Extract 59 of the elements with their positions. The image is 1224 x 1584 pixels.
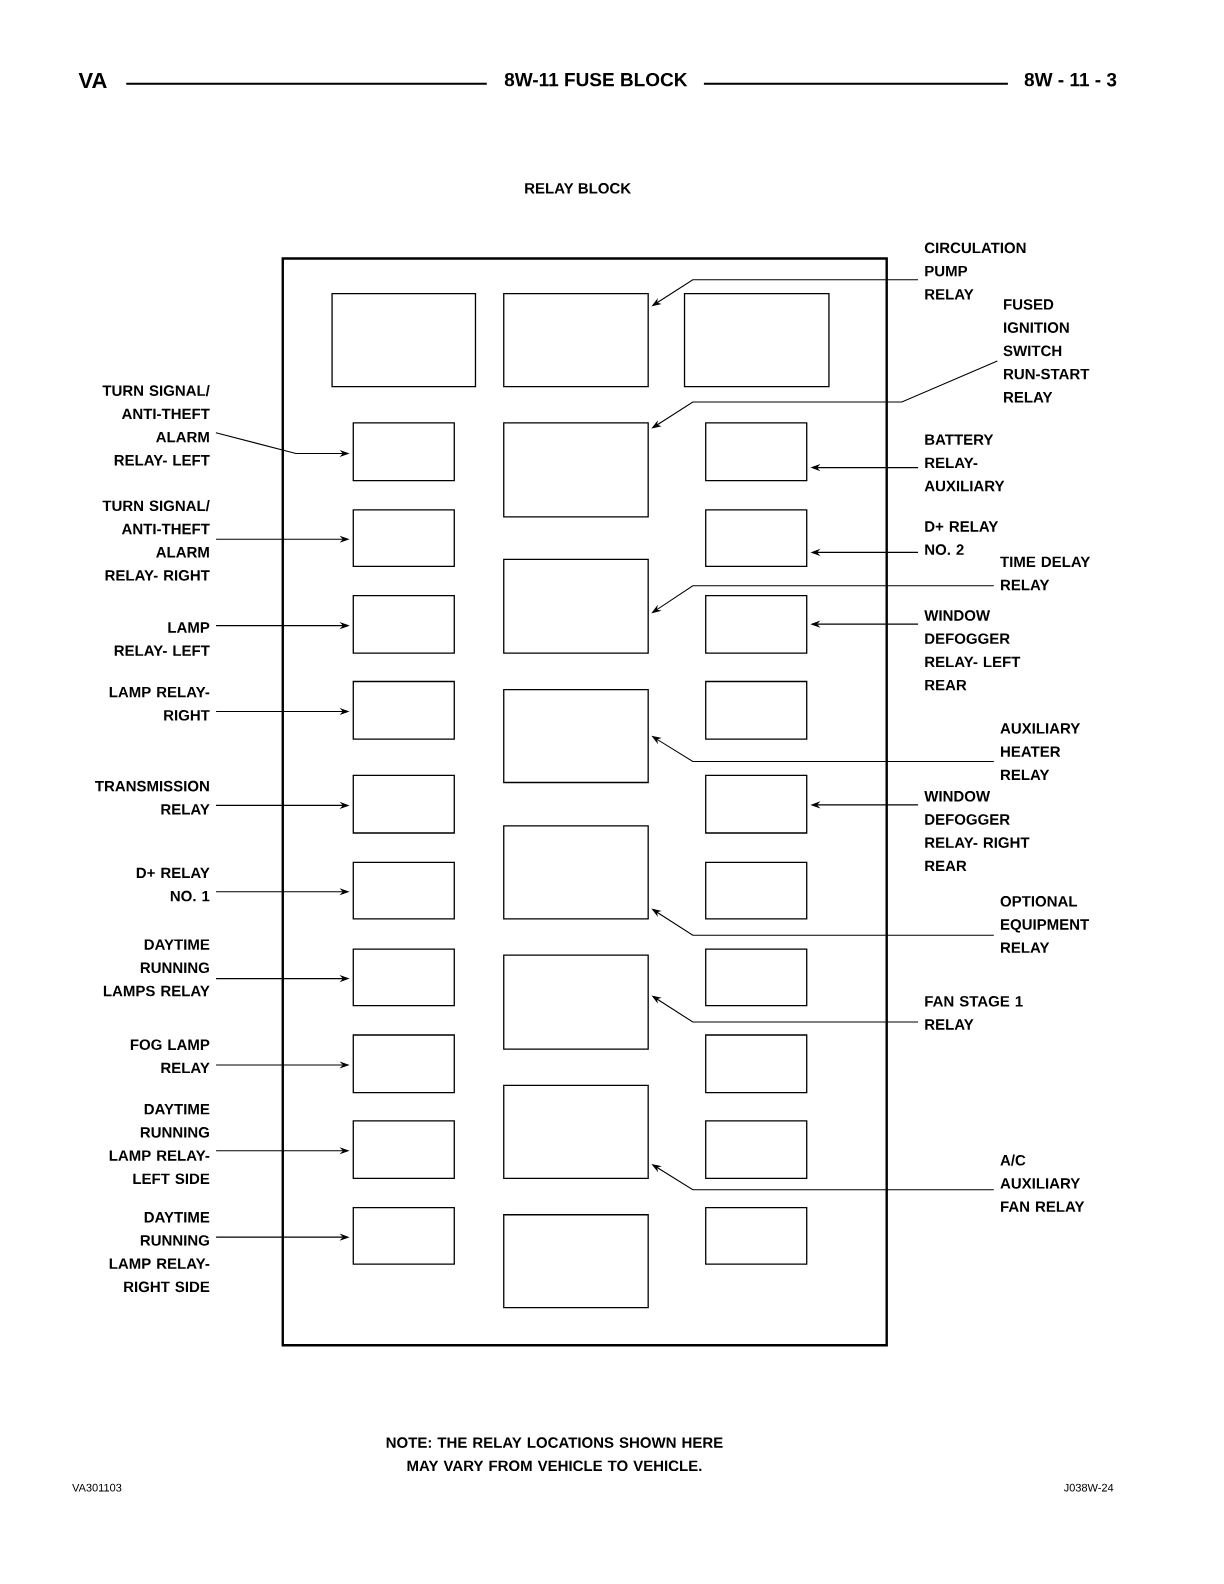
relay-label: OPTIONAL EQUIPMENT RELAY [1000, 896, 1089, 953]
relay-label: TURN SIGNAL/ ANTI-THEFT ALARM RELAY- LEFT [102, 385, 210, 466]
relay-box [352, 861, 455, 920]
relay-box [705, 595, 808, 654]
relay-label: WINDOW DEFOGGER RELAY- LEFT REAR [924, 610, 1021, 691]
relay-box [352, 422, 455, 482]
header-text: VA [78, 72, 107, 89]
relay-box [705, 1207, 808, 1265]
relay-label: TURN SIGNAL/ ANTI-THEFT ALARM RELAY- RIGHT [102, 500, 210, 581]
header-title: 8W-11 FUSE BLOCK [504, 72, 688, 87]
relay-box [503, 1084, 649, 1180]
relay-box [503, 688, 649, 784]
relay-label: BATTERY RELAY- AUXILIARY [924, 434, 1005, 492]
relay-label: DAYTIME RUNNING LAMP RELAY- RIGHT SIDE [109, 1212, 210, 1293]
relay-label: FUSED IGNITION SWITCH RUN-START RELAY [1003, 299, 1090, 403]
relay-box [503, 1214, 649, 1309]
relay-label: FOG LAMP RELAY [130, 1039, 210, 1074]
relay-box [352, 1207, 455, 1265]
relay-box [705, 861, 808, 920]
relay-label: DAYTIME RUNNING LAMP RELAY- LEFT SIDE [109, 1104, 210, 1185]
relay-label: WINDOW DEFOGGER RELAY- RIGHT REAR [924, 790, 1030, 872]
relay-box [705, 948, 808, 1007]
relay-box [352, 1120, 455, 1180]
relay-box [331, 293, 477, 388]
relay-label: D+ RELAY NO. 2 [925, 521, 999, 555]
relay-label: TIME DELAY RELAY [1000, 556, 1091, 591]
relay-box [352, 948, 455, 1007]
relay-label: DAYTIME RUNNING LAMPS RELAY [103, 939, 210, 997]
relay-label: FAN STAGE 1 RELAY [925, 995, 1023, 1030]
relay-box [705, 1120, 808, 1180]
relay-box [705, 422, 808, 482]
figure-code: J038W-24 [1063, 1483, 1114, 1492]
relay-box [503, 422, 649, 518]
relay-block-outline [281, 257, 888, 1347]
diagram-title: RELAY BLOCK [525, 183, 631, 194]
relay-label: A/C AUXILIARY FAN RELAY [1000, 1154, 1085, 1212]
relay-box [503, 825, 649, 920]
relay-label: CIRCULATION PUMP RELAY [924, 242, 1026, 300]
relay-box [705, 680, 808, 740]
relay-box [352, 595, 455, 654]
relay-box [352, 509, 455, 567]
relay-box [352, 774, 455, 834]
figure-code: VA301103 [72, 1483, 122, 1492]
relay-box [352, 680, 455, 740]
relay-box [503, 293, 649, 388]
relay-box [683, 293, 830, 388]
relay-label: LAMP RELAY- LEFT [114, 622, 210, 656]
relay-label: D+ RELAY NO. 1 [136, 867, 210, 902]
relay-box [352, 1034, 455, 1094]
relay-label: LAMP RELAY- RIGHT [109, 686, 210, 721]
page-number: 8W - 11 - 3 [1024, 72, 1117, 87]
relay-box [705, 1034, 808, 1094]
note-text: NOTE: THE RELAY LOCATIONS SHOWN HERE MAY VARY FROM VEHICLE TO VEHICLE. [386, 1437, 723, 1472]
relay-label: AUXILIARY HEATER RELAY [1000, 723, 1081, 780]
relay-box [705, 509, 808, 567]
relay-box [705, 774, 808, 834]
relay-box [503, 954, 649, 1050]
relay-label: TRANSMISSION RELAY [95, 780, 210, 815]
relay-box [503, 558, 649, 654]
